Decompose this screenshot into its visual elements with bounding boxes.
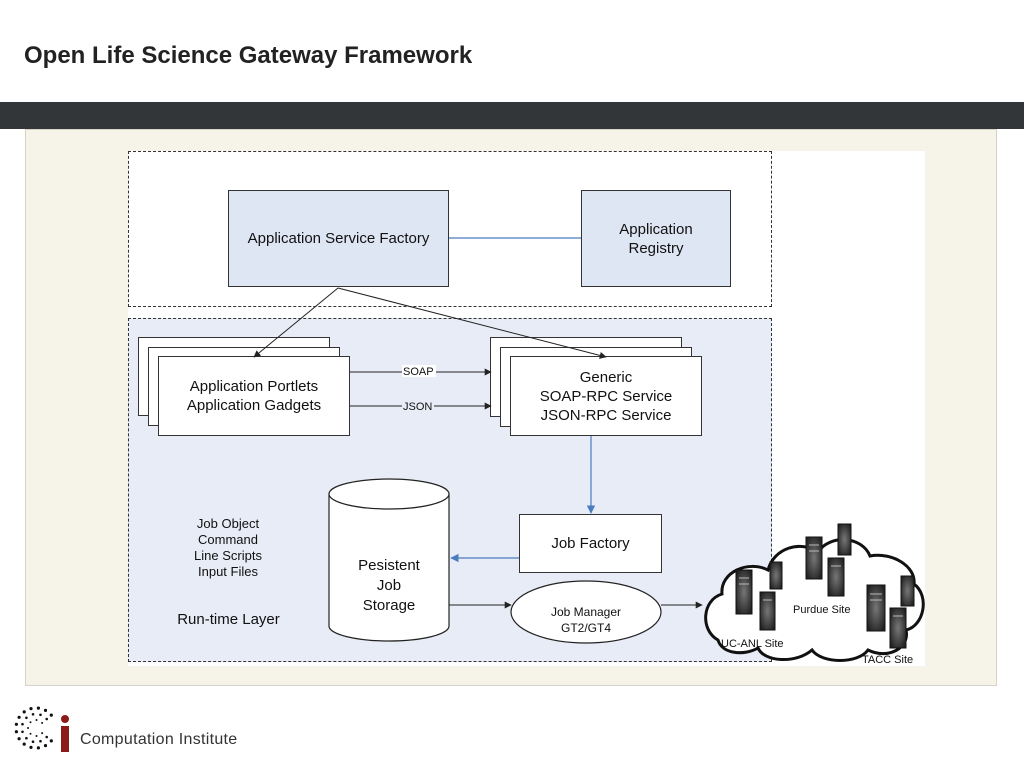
server-icon-9 — [900, 575, 915, 607]
runtime-layer-label: Run-time Layer — [177, 611, 280, 628]
server-icon-5 — [827, 557, 845, 597]
generic-service-label: Generic SOAP-RPC Service JSON-RPC Servic… — [539, 368, 673, 424]
server-icon-6 — [837, 523, 852, 556]
storage-text-wrap: Pesistent Job Storage — [329, 536, 449, 616]
job-object-note: Job Object Command Line Scripts Input Fi… — [178, 500, 278, 580]
site-tacc: TACC Site — [862, 654, 913, 666]
storage-label: Pesistent Job Storage — [358, 557, 420, 614]
server-icon-2 — [759, 591, 776, 631]
server-icon-8 — [889, 607, 907, 649]
json-label: JSON — [403, 401, 432, 413]
runtime-layer-label-wrap: Run-time Layer — [166, 611, 291, 628]
logo-text: Computation Institute — [80, 731, 238, 748]
job-factory-box: Job Factory — [519, 514, 662, 573]
server-icon-1 — [735, 569, 753, 615]
application-portlets-label: Application Portlets Application Gadgets — [186, 378, 322, 414]
application-registry-label: Application Registry — [619, 220, 693, 257]
factory-to-portlets-arrow — [253, 287, 339, 358]
site-purdue: Purdue Site — [793, 604, 850, 616]
application-service-factory-label: Application Service Factory — [247, 230, 430, 247]
job-manager-ellipse — [510, 580, 662, 644]
title-bar — [0, 102, 1024, 129]
generic-service-box: Generic SOAP-RPC Service JSON-RPC Servic… — [510, 356, 702, 436]
application-service-factory-box: Application Service Factory — [228, 190, 449, 287]
job-manager-label: Job Manager GT2/GT4 — [550, 605, 622, 635]
job-object-text: Job Object Command Line Scripts Input Fi… — [194, 516, 262, 579]
ci-logo-icon — [14, 706, 69, 752]
server-icon-4 — [805, 536, 823, 580]
application-portlets-box: Application Portlets Application Gadgets — [158, 356, 350, 436]
job-storage-cylinder — [328, 478, 450, 642]
page-title: Open Life Science Gateway Framework — [24, 42, 473, 69]
application-registry-box: Application Registry — [581, 190, 731, 287]
server-icon-3 — [769, 561, 783, 590]
job-factory-label: Job Factory — [551, 535, 630, 552]
server-icon-7 — [866, 584, 886, 632]
site-uc-anl: UC-ANL Site — [721, 638, 784, 650]
factory-to-generic-arrow — [337, 287, 607, 359]
soap-label: SOAP — [403, 366, 434, 378]
job-manager-text-wrap: Job Manager GT2/GT4 — [511, 588, 661, 636]
